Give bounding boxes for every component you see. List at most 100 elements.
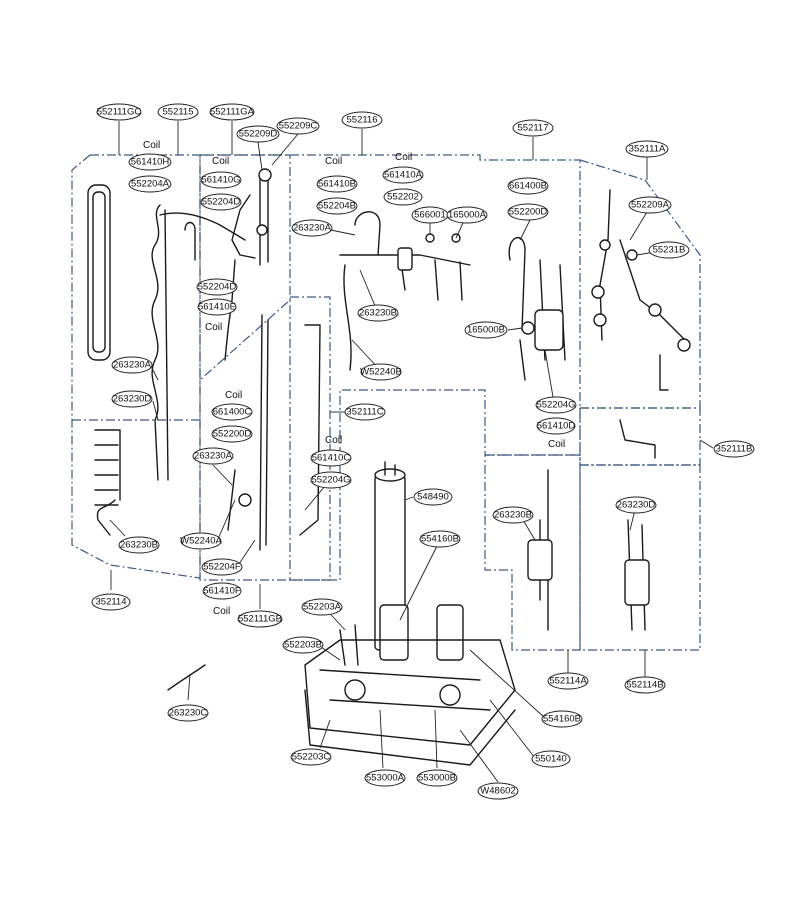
callout-561410H: 561410H (128, 153, 172, 171)
svg-text:263230D: 263230D (617, 500, 656, 511)
svg-text:552209C: 552209C (279, 121, 318, 132)
callout-263230A: 263230A (291, 219, 333, 237)
svg-text:552111GB: 552111GB (238, 614, 282, 625)
lower-right-valves-part (527, 469, 650, 631)
svg-text:552114B: 552114B (626, 680, 663, 691)
callout-553000A: 553000A (364, 769, 406, 787)
callout-552114A: 552114A (547, 672, 589, 690)
callout-552117: 552117 (512, 119, 554, 137)
callout-W52240A: W52240A (180, 532, 223, 550)
svg-text:552204A: 552204A (131, 179, 170, 190)
frame-552111B (579, 407, 701, 466)
coil-label: Coil (225, 390, 242, 401)
coil-labels: Coil Coil Coil Coil Coil Coil Coil Coil … (143, 140, 565, 617)
svg-text:552117: 552117 (518, 123, 549, 134)
svg-text:552203C: 552203C (292, 752, 331, 763)
callout-263230B-left: 263230B (118, 536, 160, 554)
long-pipe-part (227, 314, 321, 551)
callout-553000B: 553000B (416, 769, 458, 787)
svg-text:552203B: 552203B (284, 640, 322, 651)
callout-165000A: 165000A (446, 206, 488, 224)
callout-548490: 548490 (413, 488, 453, 506)
callout-552111GB: 552111GB (237, 610, 283, 628)
callout-552200D: 552200D (507, 203, 549, 221)
callout-W52240B: W52240B (360, 363, 402, 381)
svg-text:548490: 548490 (417, 492, 449, 503)
compressor-base-part (304, 461, 516, 766)
svg-text:552204D: 552204D (202, 197, 241, 208)
callout-552202: 552202 (383, 188, 423, 206)
callout-561410C: 561410C (310, 449, 352, 467)
callout-263230A-left: 263230A (111, 356, 153, 374)
callout-552111GC: 552111GC (96, 103, 142, 121)
svg-text:352111C: 352111C (346, 407, 383, 418)
svg-text:263230D: 263230D (113, 394, 152, 405)
callout-263230A-low: 263230A (192, 447, 234, 465)
svg-text:561410F: 561410F (203, 586, 241, 597)
far-right-tubes-part (591, 189, 691, 391)
svg-text:552114A: 552114A (549, 676, 587, 687)
svg-text:W48602: W48602 (480, 786, 515, 797)
svg-text:561410B: 561410B (318, 179, 356, 190)
callout-552111GA: 552111GA (209, 103, 255, 121)
callout-W48602: W48602 (477, 782, 519, 800)
svg-text:165000B: 165000B (467, 325, 505, 336)
callout-552204B: 552204B (316, 197, 358, 215)
frame-left-coil (71, 154, 201, 579)
svg-text:552209A: 552209A (631, 200, 670, 211)
svg-text:661400C: 661400C (213, 407, 252, 418)
coil-label: Coil (548, 439, 565, 450)
callout-561410D: 561410D (536, 417, 576, 435)
callout-552209C: 552209C (276, 117, 320, 135)
callout-552203B: 552203B (282, 636, 324, 654)
callout-352111A: 352111A (625, 140, 669, 158)
svg-text:165000A: 165000A (448, 210, 487, 221)
svg-text:552115: 552115 (163, 107, 194, 118)
pipe-263230C-part (167, 664, 206, 691)
svg-text:554160B: 554160B (421, 534, 459, 545)
callout-552204F: 552204F (201, 558, 243, 576)
svg-text:552111GC: 552111GC (97, 107, 142, 118)
callout-561410F: 561410F (202, 582, 242, 600)
svg-text:W52240A: W52240A (180, 536, 222, 547)
callout-552114B: 552114B (624, 676, 666, 694)
callout-263230B-mid: 263230B (357, 304, 399, 322)
callout-552200D-left: 552200D (211, 425, 253, 443)
frame-552111C (289, 296, 331, 581)
svg-text:561410G: 561410G (201, 175, 240, 186)
svg-text:263230C: 263230C (169, 708, 208, 719)
callout-550140: 550140 (531, 750, 571, 768)
coil-label: Coil (325, 435, 342, 446)
svg-text:552111GA: 552111GA (210, 107, 255, 118)
callout-561410A: 561410A (382, 166, 424, 184)
callout-554160B-bot: 554160B (541, 710, 583, 728)
svg-text:552209D: 552209D (239, 129, 278, 140)
svg-text:561410C: 561410C (312, 453, 351, 464)
svg-text:552204F: 552204F (203, 562, 241, 573)
callout-263230D-right: 263230D (615, 496, 657, 514)
callout-552204G-right: 552204G (535, 396, 577, 414)
callout-552203A: 552203A (301, 598, 343, 616)
coil-label: Coil (325, 156, 342, 167)
coil-label: Coil (205, 322, 222, 333)
svg-text:552200D: 552200D (213, 429, 252, 440)
svg-text:552204G: 552204G (311, 475, 350, 486)
svg-text:263230A: 263230A (293, 223, 332, 234)
frame-552114A (484, 454, 581, 651)
svg-text:566001: 566001 (414, 210, 446, 221)
svg-text:561410H: 561410H (131, 157, 170, 168)
callout-661400C: 661400C (211, 403, 253, 421)
right-valve-part (508, 237, 566, 381)
svg-text:263230A: 263230A (113, 360, 152, 371)
part-illustrations (87, 168, 691, 766)
coil-label: Coil (212, 156, 229, 167)
callout-352111C: 352111C (344, 403, 386, 421)
callout-55231B: 55231B (648, 241, 690, 259)
callout-263230D-left: 263230D (111, 390, 153, 408)
svg-text:263230B: 263230B (359, 308, 397, 319)
assembly-group-frames (71, 154, 701, 651)
svg-text:552204G: 552204G (536, 400, 575, 411)
svg-text:552202: 552202 (387, 192, 419, 203)
frame-552111A (579, 159, 701, 409)
